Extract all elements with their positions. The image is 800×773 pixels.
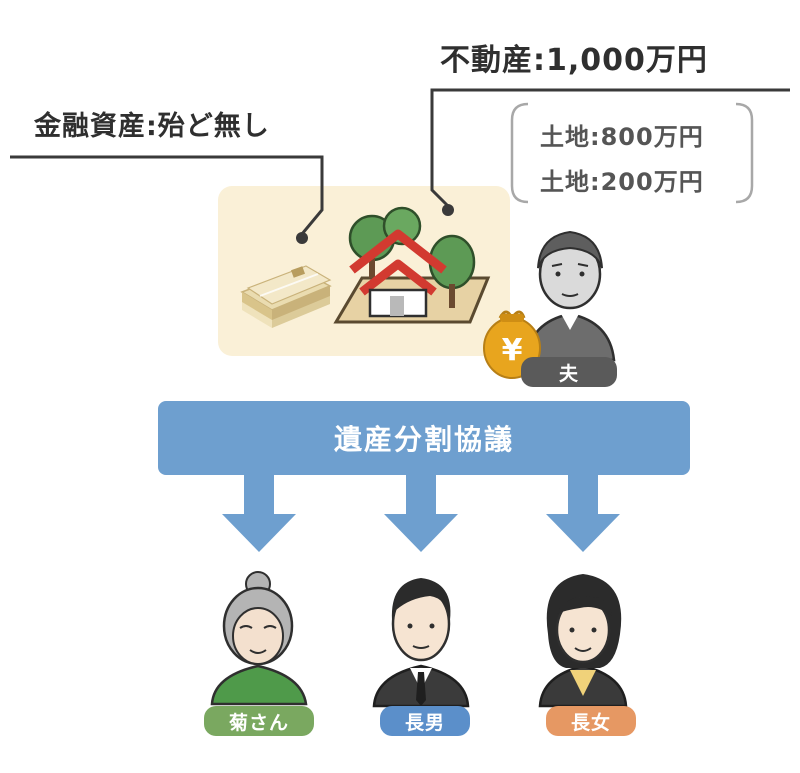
estate-division-banner: 遺産分割協議 <box>158 401 690 475</box>
heir-badge-eldest-daughter: 長女 <box>546 706 636 736</box>
land-bracket-left <box>510 102 529 204</box>
house-with-trees-icon <box>333 206 491 324</box>
financial-leader-line <box>10 155 324 235</box>
land-bracket-right <box>735 102 754 204</box>
cash-stack-icon <box>240 265 332 328</box>
land-item-2: 土地:200万円 <box>540 168 704 196</box>
eldest-daughter-avatar <box>538 574 628 708</box>
arrow-to-son <box>384 474 458 552</box>
heir-badge-kiku: 菊さん <box>204 706 314 736</box>
financial-leader-dot <box>296 232 308 244</box>
arrow-to-daughter <box>546 474 620 552</box>
kiku-avatar <box>210 571 308 706</box>
husband-avatar <box>524 230 616 362</box>
heir-badge-eldest-son: 長男 <box>380 706 470 736</box>
realestate-leader-line <box>430 88 790 208</box>
real-estate-label: 不動産:1,000万円 <box>440 43 708 78</box>
arrow-to-kiku <box>222 474 296 552</box>
land-item-1: 土地:800万円 <box>540 123 704 151</box>
yen-symbol: ¥ <box>502 333 523 368</box>
realestate-leader-dot <box>442 204 454 216</box>
husband-badge: 夫 <box>521 357 617 387</box>
eldest-son-avatar <box>372 578 470 708</box>
financial-assets-label: 金融資産:殆ど無し <box>34 111 270 142</box>
